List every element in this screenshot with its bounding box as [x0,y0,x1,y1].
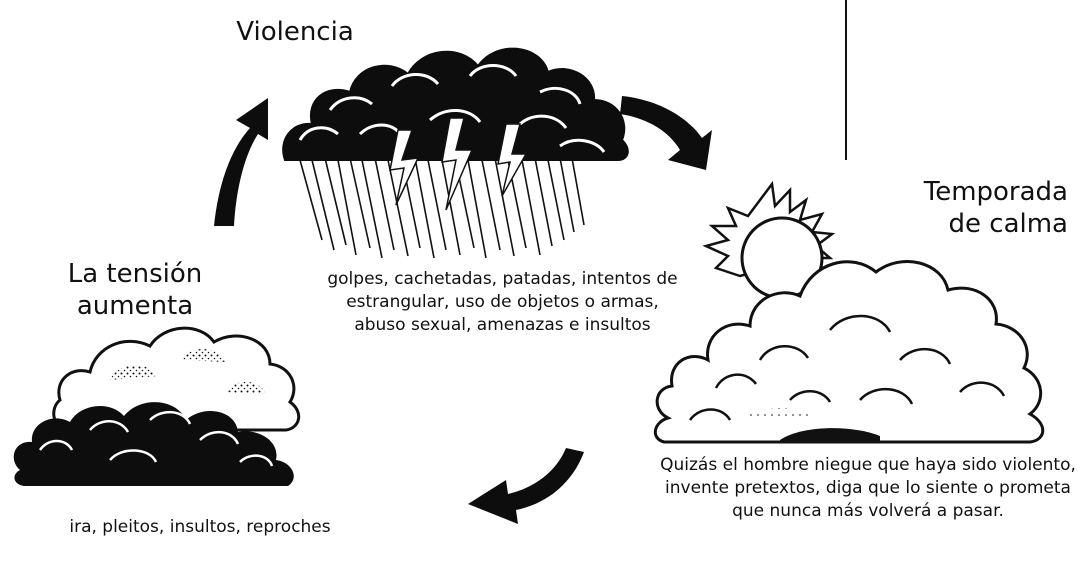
stage-desc-calm: Quizás el hombre niegue que haya sido vi… [660,455,1076,521]
arrow-to-calm-icon [620,96,712,170]
stage-title-tension: La tensión aumenta [30,258,240,322]
stage-title-calm: Temporada de calma [868,176,1068,240]
sun-cloud-icon [653,180,1045,444]
arrow-to-tension-icon [468,448,584,524]
dark-cloud-icon [13,326,301,486]
stage-title-violence: Violencia [236,17,354,47]
stage-desc-violence: golpes, cachetadas, patadas, intentos de… [327,269,678,335]
arrow-to-violence-icon [214,98,268,226]
stage-desc-tension: ira, pleitos, insultos, reproches [69,517,331,537]
stage-title-tension-line2: aumenta [76,291,194,321]
stage-title-calm-line2: de calma [948,209,1068,239]
storm-cloud-icon [282,47,629,259]
stage-title-calm-line1: Temporada [923,177,1068,207]
stage-title-tension-line1: La tensión [67,259,203,289]
